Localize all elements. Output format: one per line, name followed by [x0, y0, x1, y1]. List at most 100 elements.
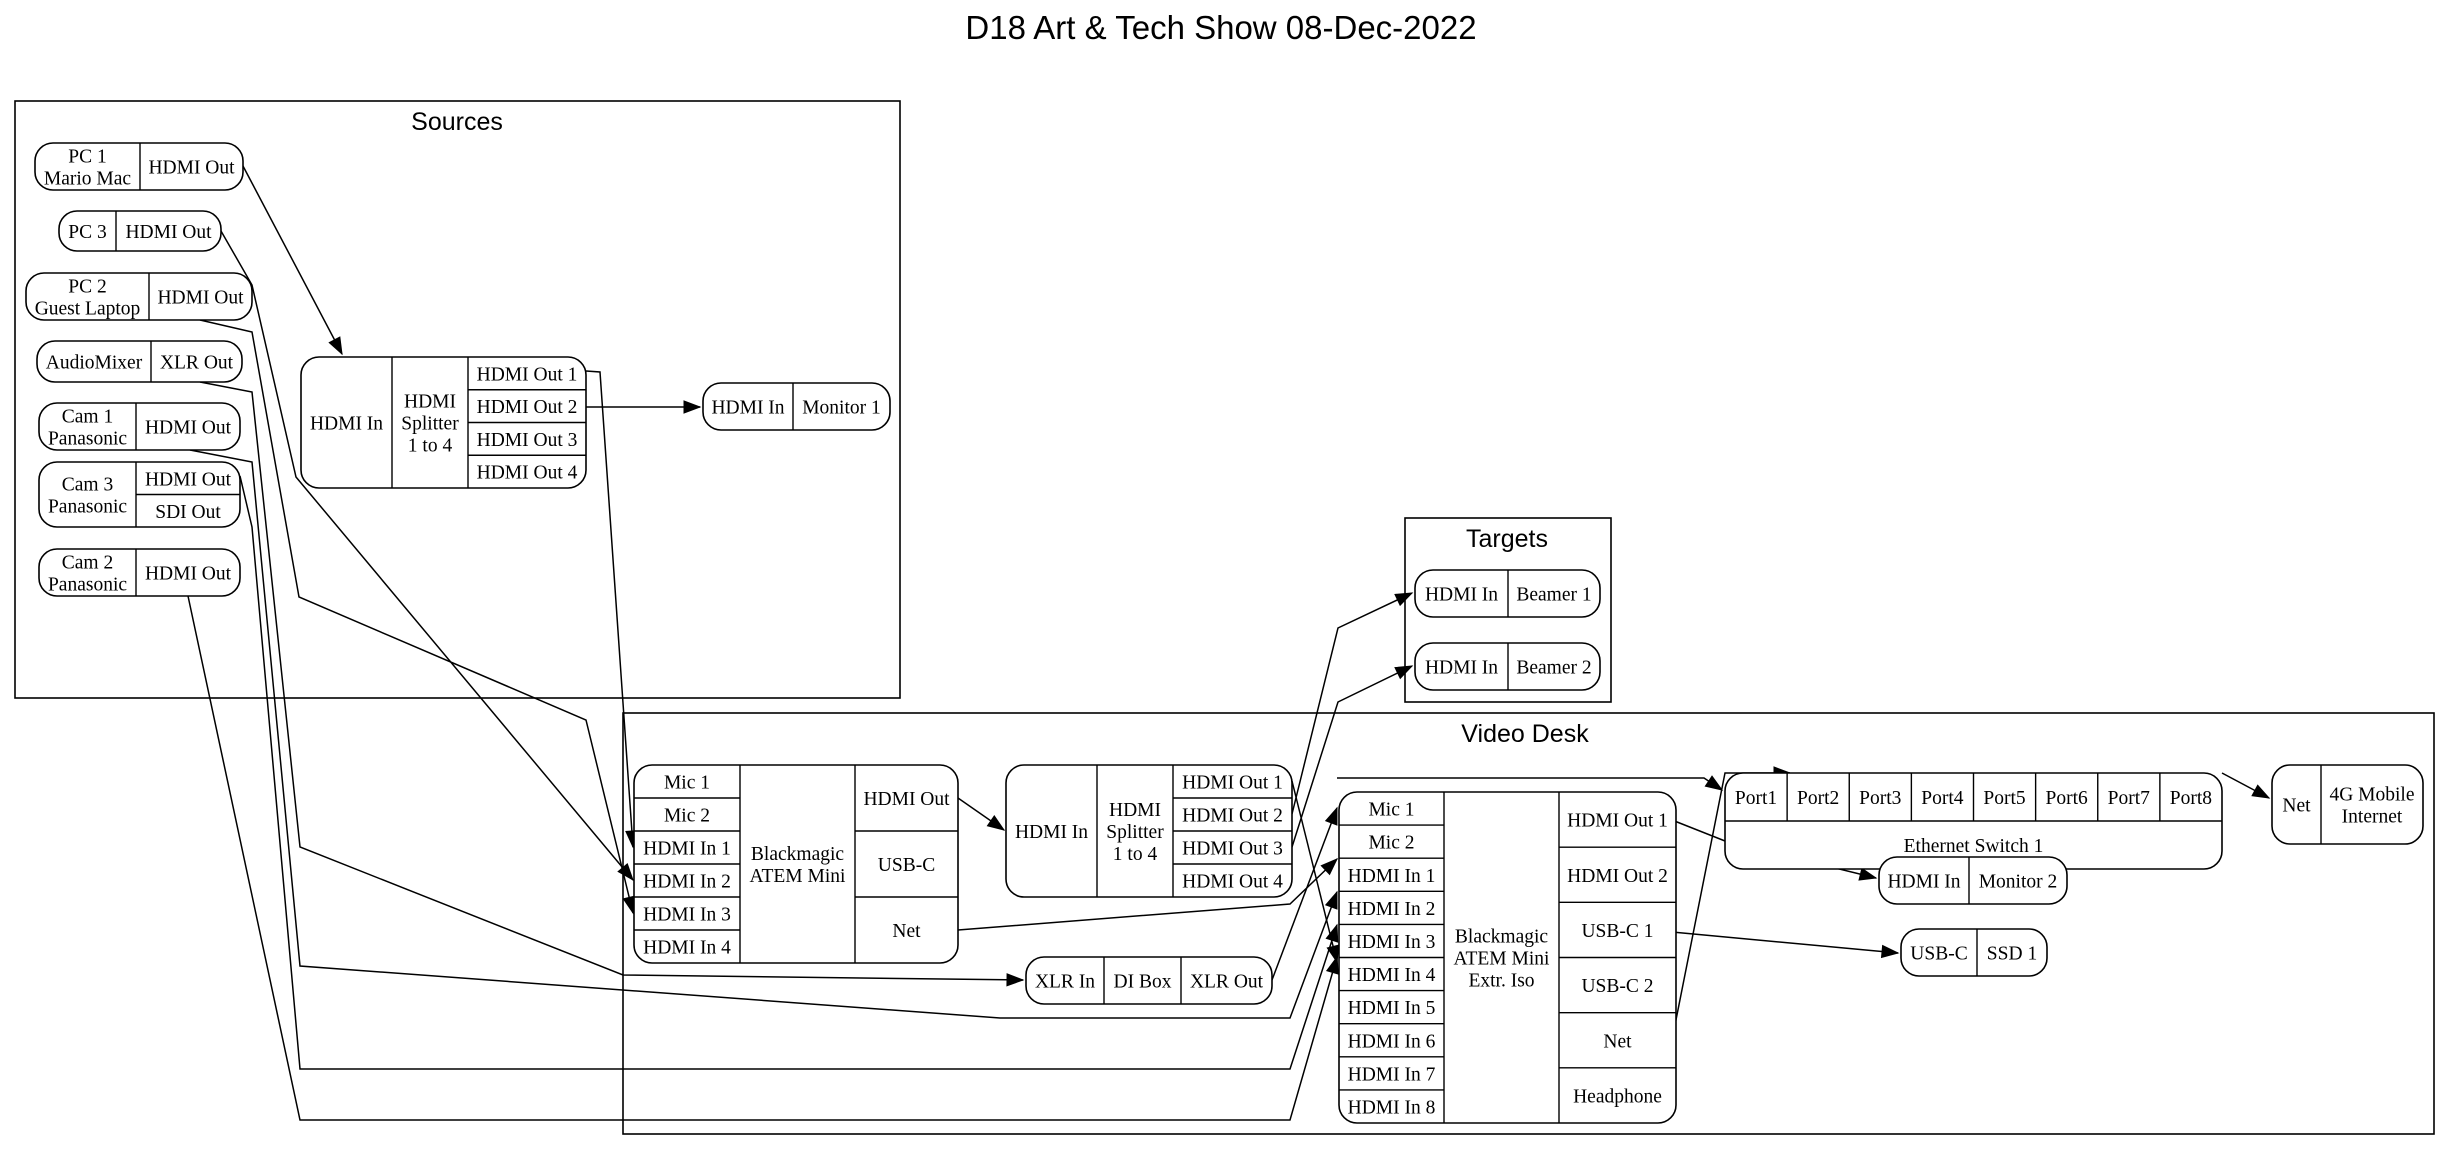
port-output: HDMI Out: [863, 789, 950, 810]
port-input: HDMI In 2: [643, 872, 731, 893]
edge-connection[interactable]: [1291, 665, 1413, 848]
edge-connection[interactable]: [1337, 777, 1723, 791]
port-input: HDMI In 6: [1348, 1031, 1436, 1052]
node-name: Beamer 1: [1516, 585, 1591, 606]
edge-connection[interactable]: [1671, 931, 1899, 954]
port-input: HDMI In 1: [1348, 866, 1436, 887]
edge-connection[interactable]: [220, 230, 634, 881]
port-hdmi-out: HDMI Out: [145, 418, 232, 439]
arrowhead-icon: [617, 863, 634, 882]
node-name: Cam 2: [62, 553, 113, 574]
port-input: Mic 2: [664, 806, 710, 827]
cluster-targets-label: Targets: [1466, 525, 1548, 553]
port-input: HDMI In 7: [1348, 1064, 1436, 1085]
cluster-sources: Sources: [14, 100, 901, 699]
arrowhead-icon: [1704, 775, 1724, 791]
edge-connection[interactable]: [585, 370, 634, 848]
port-input: Mic 1: [664, 773, 710, 794]
edge-connection[interactable]: [1271, 807, 1338, 981]
arrowhead-icon: [328, 336, 343, 356]
node-name: HDMI: [1109, 800, 1161, 821]
arrowhead-icon: [1325, 955, 1339, 975]
port-usb-c: USB-C: [1910, 944, 1967, 965]
port-hdmi-out: HDMI Out: [157, 288, 244, 309]
node-name: Cam 1: [62, 407, 113, 428]
port-output: USB-C 2: [1581, 976, 1653, 997]
node-name: Beamer 2: [1516, 658, 1591, 679]
port-input: HDMI In 2: [1348, 899, 1436, 920]
edge-connection[interactable]: [187, 595, 1338, 1121]
cluster-video-desk-label: Video Desk: [1461, 720, 1589, 748]
edge-connection[interactable]: [242, 165, 343, 355]
node-name: Blackmagic: [1455, 927, 1548, 948]
port-net: Net: [2282, 796, 2311, 817]
port-port1: Port1: [1735, 788, 1777, 809]
node-name: ATEM Mini: [1454, 949, 1550, 970]
arrowhead-icon: [1320, 858, 1339, 876]
port-hdmi-out: HDMI Out 2: [1182, 806, 1283, 827]
port-hdmi-out: HDMI Out 3: [1182, 839, 1283, 860]
port-sdi-out: SDI Out: [155, 502, 221, 523]
arrowhead-icon: [1006, 973, 1025, 987]
node-name: SSD 1: [1987, 944, 2037, 965]
port-hdmi-in: HDMI In: [1425, 585, 1498, 606]
edge-connection[interactable]: [189, 449, 1338, 1019]
port-port3: Port3: [1859, 788, 1901, 809]
port-output: Net: [1603, 1031, 1632, 1052]
node-name: 1 to 4: [1113, 844, 1158, 865]
port-hdmi-out: HDMI Out: [148, 158, 235, 179]
node-name: Monitor 1: [802, 398, 881, 419]
port-port4: Port4: [1921, 788, 1964, 809]
arrowhead-icon: [1324, 806, 1338, 826]
cluster-video-desk: Video Desk: [622, 712, 2435, 1135]
arrowhead-icon: [1326, 944, 1340, 964]
port-xlr-out: XLR Out: [160, 353, 234, 374]
node-beamer1[interactable]: HDMI In Beamer 1: [1414, 569, 1601, 618]
node-name: Cam 3: [62, 475, 113, 496]
node-name: HDMI: [404, 392, 456, 413]
node-name: PC 3: [68, 222, 106, 243]
port-input: HDMI In 5: [1348, 998, 1436, 1019]
edge-connection[interactable]: [199, 381, 1024, 981]
arrowhead-icon: [1394, 665, 1414, 680]
port-input: HDMI In 1: [643, 839, 731, 860]
edge-connection[interactable]: [239, 475, 1338, 1070]
edge-connection[interactable]: [1291, 780, 1338, 963]
port-output: USB-C 1: [1581, 921, 1653, 942]
arrowhead-icon: [2251, 784, 2271, 799]
arrowhead-icon: [1858, 867, 1878, 881]
port-hdmi-in: HDMI In: [1887, 872, 1960, 893]
port-port8: Port8: [2170, 788, 2212, 809]
edge-connection[interactable]: [1291, 592, 1413, 815]
arrowhead-icon: [683, 400, 702, 414]
edge-connection[interactable]: [957, 858, 1338, 931]
arrowhead-icon: [1394, 592, 1414, 607]
port-port2: Port2: [1797, 788, 1839, 809]
port-hdmi-in: HDMI In: [310, 414, 383, 435]
node-ssd1[interactable]: USB-C SSD 1: [1900, 928, 2048, 977]
port-output: USB-C: [878, 855, 935, 876]
node-name: Splitter: [401, 414, 459, 435]
cluster-targets: Targets: [1404, 517, 1612, 703]
edge-connection[interactable]: [199, 319, 634, 914]
port-port7: Port7: [2108, 788, 2151, 809]
node-name: Blackmagic: [751, 844, 844, 865]
